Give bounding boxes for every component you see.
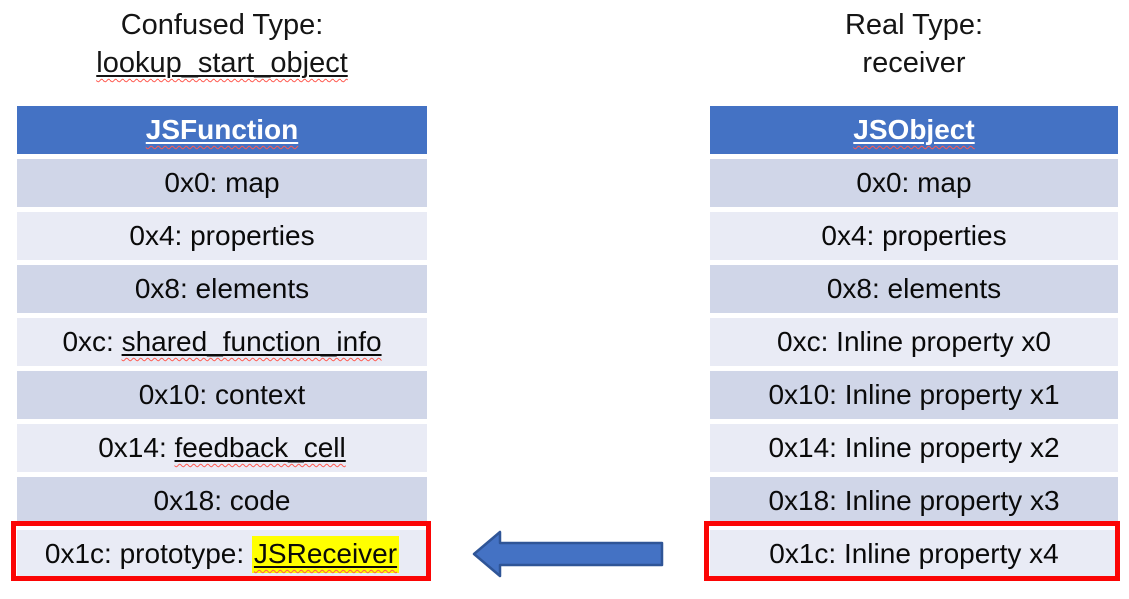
table-row: 0x8: elements bbox=[710, 265, 1118, 313]
right-panel-title: Real Type: receiver bbox=[710, 6, 1118, 82]
table-row: 0xc: Inline property x0 bbox=[710, 318, 1118, 366]
jsobject-table-header: JSObject bbox=[710, 106, 1118, 154]
left-title-line2: lookup_start_object bbox=[96, 47, 348, 79]
jsfunction-table: JSFunction 0x0: map 0x4: properties 0x8:… bbox=[17, 106, 427, 578]
table-row: 0xc: shared_function_info bbox=[17, 318, 427, 366]
table-row: 0x4: properties bbox=[17, 212, 427, 260]
table-row: 0x14: feedback_cell bbox=[17, 424, 427, 472]
jsobject-table: JSObject 0x0: map 0x4: properties 0x8: e… bbox=[710, 106, 1118, 578]
table-row: 0x18: Inline property x3 bbox=[710, 477, 1118, 525]
table-row: 0x0: map bbox=[17, 159, 427, 207]
table-row-prototype: 0x1c: prototype: JSReceiver bbox=[17, 530, 427, 578]
table-row: 0x10: Inline property x1 bbox=[710, 371, 1118, 419]
right-title-line2: receiver bbox=[862, 47, 966, 79]
yellow-highlight: JSReceiver bbox=[251, 536, 400, 573]
table-row: 0x8: elements bbox=[17, 265, 427, 313]
table-row: 0x0: map bbox=[710, 159, 1118, 207]
left-panel-title: Confused Type: lookup_start_object bbox=[17, 6, 427, 82]
right-title-line1: Real Type: bbox=[844, 9, 984, 41]
left-block-arrow-icon bbox=[472, 530, 664, 578]
jsfunction-table-header: JSFunction bbox=[17, 106, 427, 154]
table-row: 0x4: properties bbox=[710, 212, 1118, 260]
table-row-inline-x4: 0x1c: Inline property x4 bbox=[710, 530, 1118, 578]
table-row: 0x10: context bbox=[17, 371, 427, 419]
left-title-line1: Confused Type: bbox=[120, 9, 324, 41]
table-row: 0x18: code bbox=[17, 477, 427, 525]
table-row: 0x14: Inline property x2 bbox=[710, 424, 1118, 472]
